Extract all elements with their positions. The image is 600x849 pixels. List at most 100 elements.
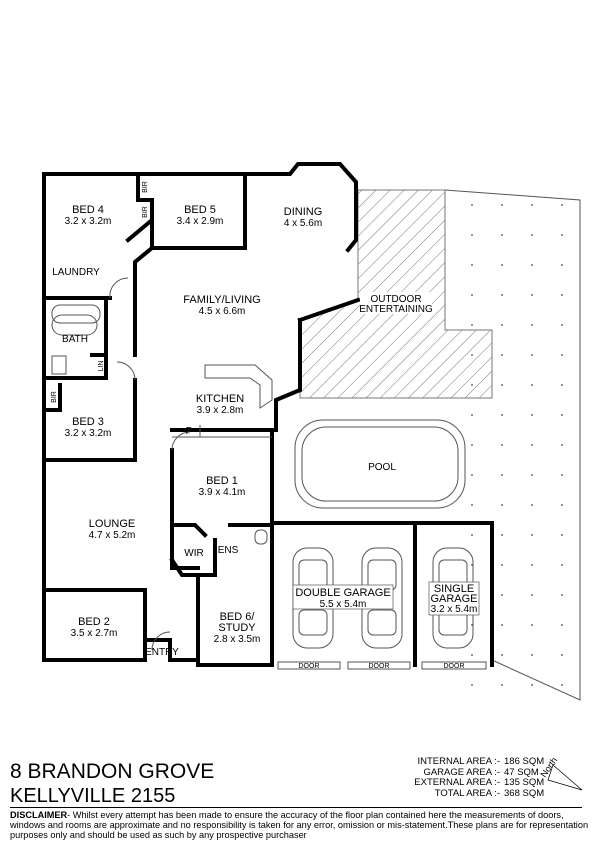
garden-dot — [531, 294, 533, 296]
garden-dot — [471, 324, 473, 326]
bed6-label: BED 6/ — [220, 611, 256, 623]
garden-dot — [501, 504, 503, 506]
entertaining-label: ENTERTAINING — [359, 304, 433, 315]
bed5-size: 3.4 x 2.9m — [177, 216, 224, 227]
garden-dot — [471, 654, 473, 656]
disclaimer-text: - Whilst every attempt has been made to … — [10, 810, 589, 840]
garden-dot — [531, 504, 533, 506]
door-label: DOOR — [369, 663, 390, 670]
garden-dot — [501, 414, 503, 416]
property-address: 8 BRANDON GROVE — [10, 760, 215, 783]
area-row: TOTAL AREA :-368 SQM — [380, 788, 584, 800]
area-label: EXTERNAL AREA :- — [414, 777, 500, 788]
garden-dot — [501, 384, 503, 386]
area-value: 135 SQM — [504, 777, 545, 788]
kitchen-size: 3.9 x 2.8m — [197, 405, 244, 416]
garden-dot — [531, 594, 533, 596]
room-labels: BED 4 3.2 x 3.2m BED 5 3.4 x 2.9m DINING… — [51, 181, 480, 658]
garden-dot — [471, 234, 473, 236]
garden-dot — [471, 384, 473, 386]
garden-dot — [531, 444, 533, 446]
bed6-size: 2.8 x 3.5m — [214, 634, 261, 645]
double-garage-label: DOUBLE GARAGE — [295, 587, 390, 599]
lounge-size: 4.7 x 5.2m — [89, 530, 136, 541]
bath-label: BATH — [62, 334, 88, 345]
dining-label: DINING — [284, 206, 323, 218]
area-row: GARAGE AREA :-47 SQM — [380, 766, 584, 779]
garden-dot — [561, 414, 563, 416]
garden-dot — [501, 354, 503, 356]
bir-label: BIR — [51, 391, 58, 403]
garden-dot — [471, 294, 473, 296]
dining-size: 4 x 5.6m — [284, 218, 322, 229]
lounge-label: LOUNGE — [89, 518, 135, 530]
garden-dot — [531, 564, 533, 566]
fixtures — [51, 277, 466, 651]
area-value: 47 SQM — [504, 766, 539, 778]
garden-dot — [531, 684, 533, 686]
door-label: DOOR — [299, 663, 320, 670]
garden-dot — [561, 624, 563, 626]
garden-dot — [531, 534, 533, 536]
disclaimer-heading: DISCLAIMER — [10, 810, 68, 820]
garden-dot — [561, 444, 563, 446]
door-label: DOOR — [444, 663, 465, 670]
garden-dot — [471, 534, 473, 536]
garden-dot — [471, 624, 473, 626]
bed2-size: 3.5 x 2.7m — [71, 628, 118, 639]
pool-outline-inner — [301, 426, 459, 502]
single-garage-label: SINGLE — [434, 583, 474, 595]
bed4-label: BED 4 — [72, 204, 104, 216]
garden-dot — [561, 294, 563, 296]
wir-label: WIR — [184, 548, 203, 559]
bir-label: BIR — [142, 206, 149, 218]
garden-dot — [531, 264, 533, 266]
bed3-label: BED 3 — [72, 416, 104, 428]
divider — [10, 807, 582, 808]
garden-dot — [471, 204, 473, 206]
garden-dot — [561, 534, 563, 536]
pool-outline-outer — [294, 419, 466, 509]
area-row: EXTERNAL AREA :- 135 SQM — [380, 777, 584, 789]
laundry-label: LAUNDRY — [52, 267, 100, 278]
garden-dot — [471, 444, 473, 446]
garden-dot — [531, 384, 533, 386]
garden-dot — [471, 474, 473, 476]
garden-dot — [561, 594, 563, 596]
garden-boundary — [444, 189, 581, 701]
garden-dot — [471, 684, 473, 686]
garden-dot — [471, 564, 473, 566]
garden-dot — [501, 624, 503, 626]
walls — [42, 162, 494, 667]
garden-dot — [501, 264, 503, 266]
bed1-label: BED 1 — [206, 475, 238, 487]
garden-dot — [561, 234, 563, 236]
garden-dot — [531, 204, 533, 206]
pantry-label: P — [186, 426, 193, 437]
garden-dot — [561, 654, 563, 656]
garden-dot — [561, 684, 563, 686]
bed5-label: BED 5 — [184, 204, 216, 216]
area-value: 186 SQM — [504, 756, 545, 767]
garden-dot — [471, 414, 473, 416]
outdoor-label: OUTDOOR — [370, 294, 421, 305]
family-label: FAMILY/LIVING — [183, 294, 260, 306]
garden-dot — [531, 414, 533, 416]
bed2-label: BED 2 — [78, 616, 110, 628]
garden-dot — [531, 654, 533, 656]
area-row: INTERNAL AREA :-186 SQM — [380, 756, 584, 768]
bed1-size: 3.9 x 4.1m — [199, 487, 246, 498]
garden-dot — [501, 654, 503, 656]
garage-doors: DOOR DOOR DOOR — [277, 661, 487, 670]
garden-dot — [561, 564, 563, 566]
garden-dot — [501, 444, 503, 446]
garden-dot — [561, 504, 563, 506]
garden-dot — [531, 474, 533, 476]
garden-dot — [501, 474, 503, 476]
garden-dot — [531, 354, 533, 356]
garden-dot — [561, 474, 563, 476]
family-size: 4.5 x 6.6m — [199, 306, 246, 317]
garden-dot — [531, 234, 533, 236]
double-garage-size: 5.5 x 5.4m — [320, 599, 367, 610]
garden-dot — [531, 324, 533, 326]
